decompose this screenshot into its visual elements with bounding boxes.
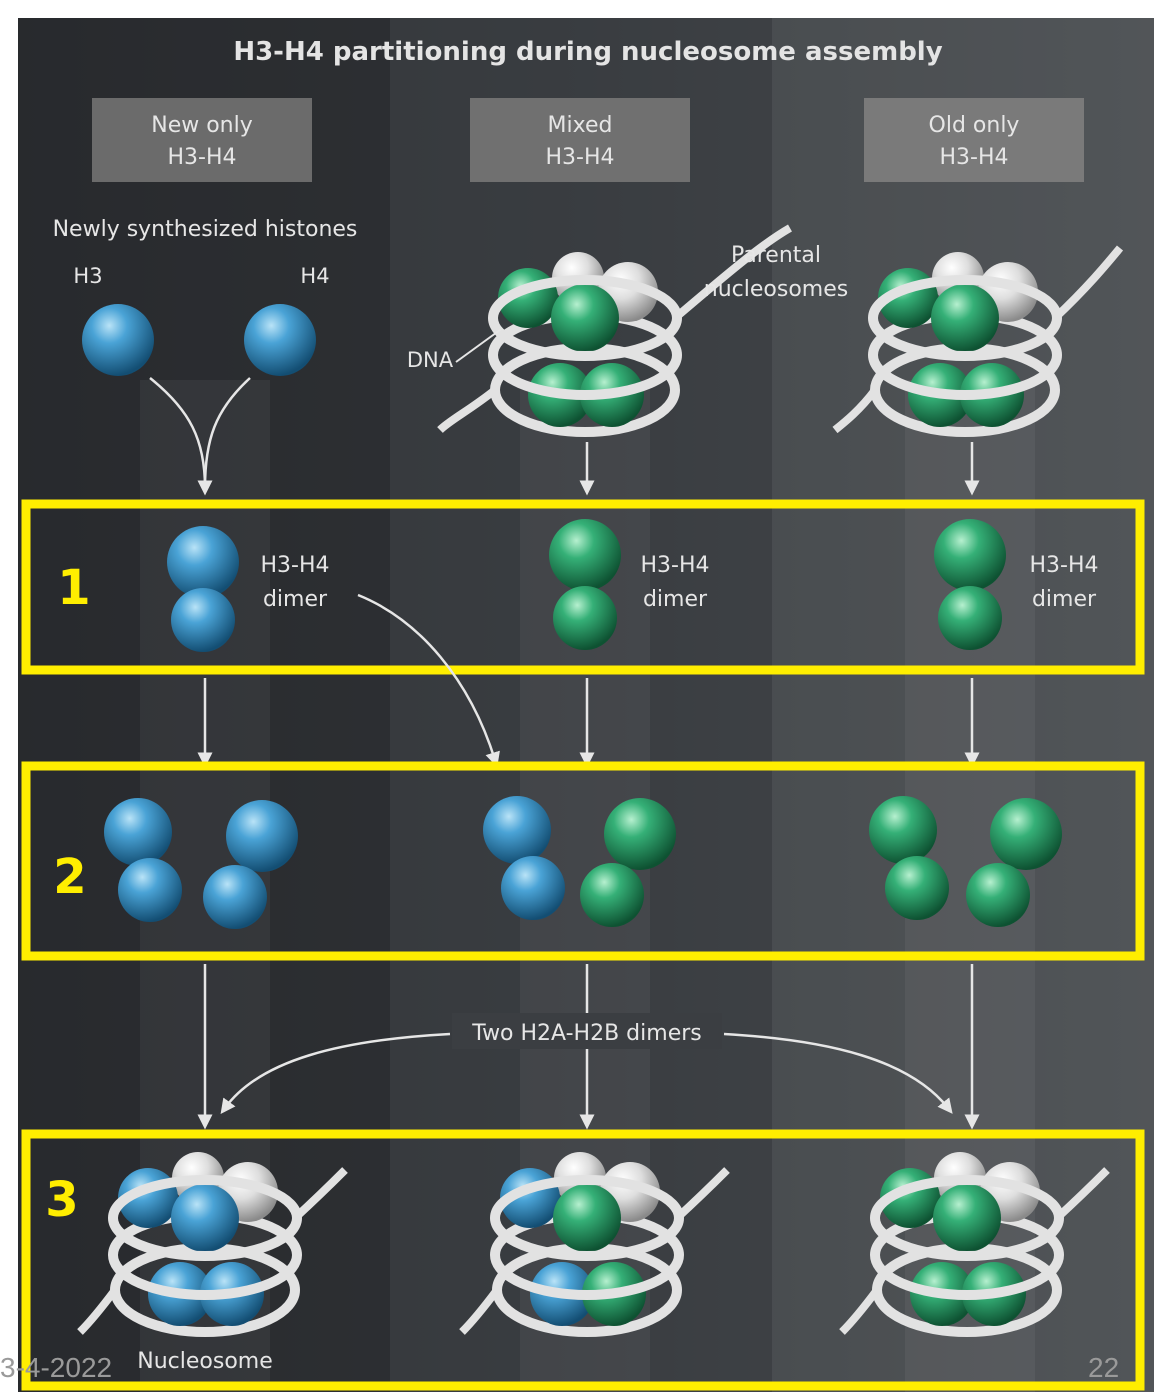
nucleosome-mixed xyxy=(459,1152,730,1337)
tetramer-old xyxy=(869,796,1062,927)
column-header-old xyxy=(864,98,1084,182)
label-newly-synthesized: Newly synthesized histones xyxy=(53,217,358,242)
slide-page-number: 22 xyxy=(1088,1352,1120,1383)
column-header-mixed-line2: H3-H4 xyxy=(545,145,614,170)
dimer-new-label-line1: H3-H4 xyxy=(260,553,329,578)
step3-highlight-box xyxy=(21,1129,1145,1391)
column-header-mixed-line1: Mixed xyxy=(548,113,613,138)
column-header-old-line1: Old only xyxy=(929,113,1020,138)
step2-number: 2 xyxy=(53,849,86,905)
label-parental-line2: nucleosomes xyxy=(704,277,848,302)
label-h2a-h2b: Two H2A-H2B dimers xyxy=(471,1021,701,1046)
column-header-new-line1: New only xyxy=(151,113,253,138)
slide-date: 3-4-2022 xyxy=(0,1352,113,1383)
step2-highlight-box xyxy=(21,761,1145,961)
label-h3: H3 xyxy=(73,264,102,288)
column-header-old-line2: H3-H4 xyxy=(939,145,1008,170)
arrow-h4-to-dimer xyxy=(203,377,251,489)
arrow-h2a-h2b-to-old xyxy=(723,1032,953,1114)
parental-nucleosome-mixed xyxy=(437,224,792,437)
nucleosome-new xyxy=(77,1152,348,1337)
nucleosome-old xyxy=(839,1152,1110,1337)
column-header-mixed xyxy=(470,98,690,182)
step1-number: 1 xyxy=(57,560,90,616)
parental-nucleosome-old xyxy=(832,245,1124,437)
dimer-mixed-bottom-sphere xyxy=(553,586,617,650)
dimer-new-bottom-sphere xyxy=(171,588,235,652)
dimer-old-top-sphere xyxy=(934,519,1006,591)
dna-pointer xyxy=(455,329,501,363)
label-parental-line1: Parental xyxy=(731,243,821,268)
arrow-new-dimer-to-mixed xyxy=(357,593,500,768)
dimer-old-bottom-sphere xyxy=(938,586,1002,650)
h3-histone-sphere xyxy=(82,304,154,376)
dimer-mixed-top-sphere xyxy=(549,519,621,591)
h4-histone-sphere xyxy=(244,304,316,376)
dimer-new-label-line2: dimer xyxy=(263,587,328,612)
label-dna: DNA xyxy=(407,348,454,372)
label-nucleosome: Nucleosome xyxy=(137,1349,273,1374)
label-h4: H4 xyxy=(300,264,329,288)
column-header-new xyxy=(92,98,312,182)
step1-highlight-box xyxy=(21,499,1145,675)
step3-number: 3 xyxy=(45,1172,78,1228)
dimer-old-label-line1: H3-H4 xyxy=(1029,553,1098,578)
dimer-mixed-label-line1: H3-H4 xyxy=(640,553,709,578)
dimer-new-top-sphere xyxy=(167,526,239,598)
tetramer-new xyxy=(104,798,298,929)
tetramer-mixed xyxy=(483,796,676,927)
dimer-mixed-label-line2: dimer xyxy=(643,587,708,612)
dimer-old-label-line2: dimer xyxy=(1032,587,1097,612)
h2a-h2b-label-backdrop xyxy=(452,1013,722,1049)
arrow-h2a-h2b-to-new xyxy=(220,1032,451,1115)
diagram-title: H3-H4 partitioning during nucleosome ass… xyxy=(233,37,942,67)
column-header-new-line2: H3-H4 xyxy=(167,145,236,170)
